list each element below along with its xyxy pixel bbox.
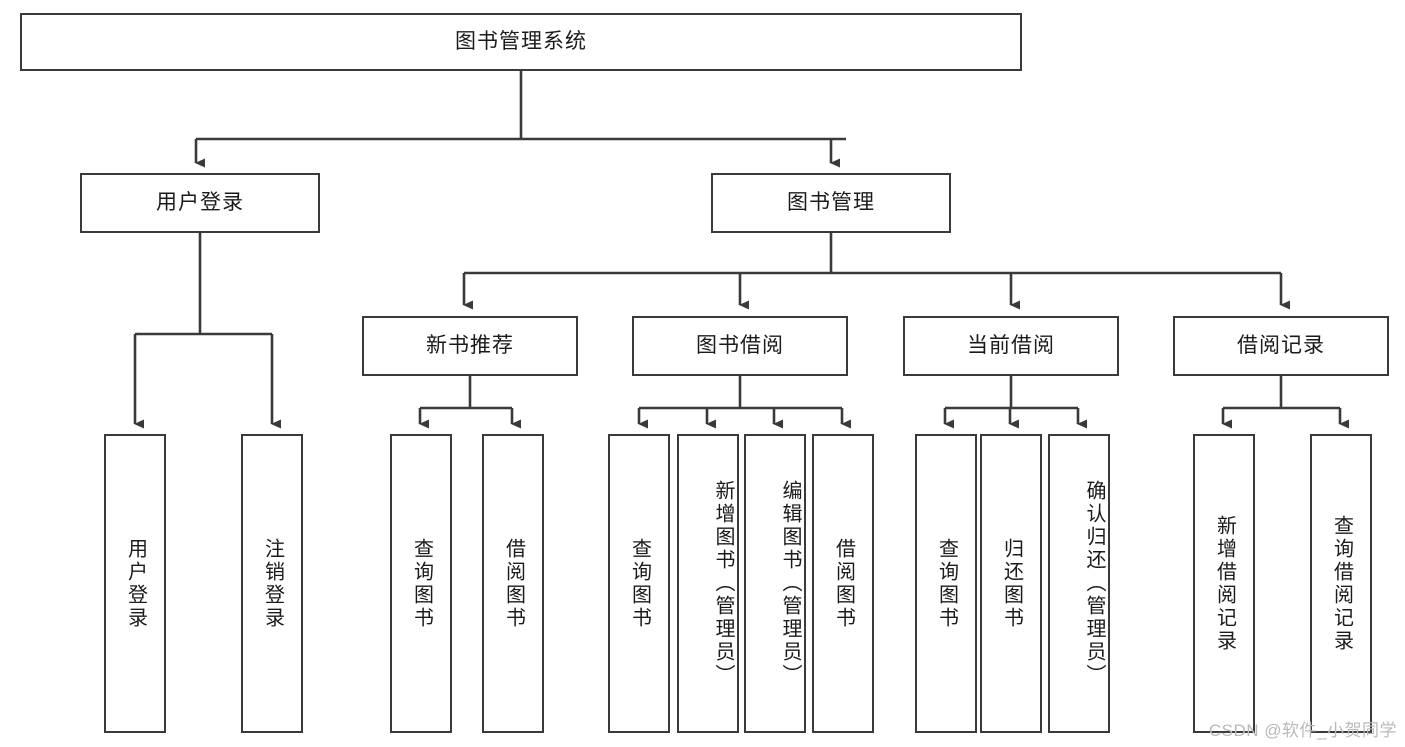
node-label: 查询图书 — [410, 537, 433, 630]
node-book-borrow[interactable]: 图书借阅 — [632, 316, 848, 376]
leaf-borrow-book-recommend[interactable]: 借阅图书 — [482, 434, 544, 733]
leaf-confirm-return-admin[interactable]: 确认归还（管理员） — [1048, 434, 1110, 733]
node-book-management[interactable]: 图书管理 — [711, 173, 951, 233]
leaf-query-borrow-record[interactable]: 查询借阅记录 — [1310, 434, 1372, 733]
node-label: 查询图书 — [935, 537, 958, 630]
node-label: 图书借阅 — [696, 334, 784, 358]
node-label: 确认归还（管理员） — [1083, 480, 1105, 687]
node-label: 注销登录 — [261, 537, 284, 630]
node-label: 新书推荐 — [426, 334, 514, 358]
node-label: 编辑图书（管理员） — [779, 480, 801, 687]
node-label: 新增图书（管理员） — [712, 480, 734, 687]
node-root-book-management-system[interactable]: 图书管理系统 — [20, 13, 1022, 71]
leaf-logout[interactable]: 注销登录 — [241, 434, 303, 733]
node-label: 用户登录 — [124, 537, 147, 630]
node-label: 用户登录 — [156, 191, 244, 215]
leaf-query-book-current[interactable]: 查询图书 — [915, 434, 977, 733]
node-label: 借阅图书 — [502, 537, 525, 630]
node-label: 查询图书 — [628, 537, 651, 630]
node-current-borrow[interactable]: 当前借阅 — [903, 316, 1119, 376]
watermark-text: CSDN @软件_小贺同学 — [1208, 721, 1397, 740]
node-label: 当前借阅 — [967, 334, 1055, 358]
leaf-query-book-borrow[interactable]: 查询图书 — [608, 434, 670, 733]
node-label: 归还图书 — [1000, 537, 1023, 630]
node-label: 新增借阅记录 — [1213, 514, 1236, 653]
node-new-book-recommend[interactable]: 新书推荐 — [362, 316, 578, 376]
leaf-return-book[interactable]: 归还图书 — [980, 434, 1042, 733]
node-label: 图书管理 — [787, 191, 875, 215]
leaf-borrow-book[interactable]: 借阅图书 — [812, 434, 874, 733]
node-label: 图书管理系统 — [455, 30, 587, 54]
leaf-edit-book-admin[interactable]: 编辑图书（管理员） — [744, 434, 806, 733]
node-borrow-record[interactable]: 借阅记录 — [1173, 316, 1389, 376]
leaf-add-borrow-record[interactable]: 新增借阅记录 — [1193, 434, 1255, 733]
node-user-login[interactable]: 用户登录 — [80, 173, 320, 233]
leaf-add-book-admin[interactable]: 新增图书（管理员） — [677, 434, 739, 733]
node-label: 借阅图书 — [832, 537, 855, 630]
node-label: 查询借阅记录 — [1330, 514, 1353, 653]
leaf-query-book-recommend[interactable]: 查询图书 — [390, 434, 452, 733]
leaf-user-login[interactable]: 用户登录 — [104, 434, 166, 733]
node-label: 借阅记录 — [1237, 334, 1325, 358]
